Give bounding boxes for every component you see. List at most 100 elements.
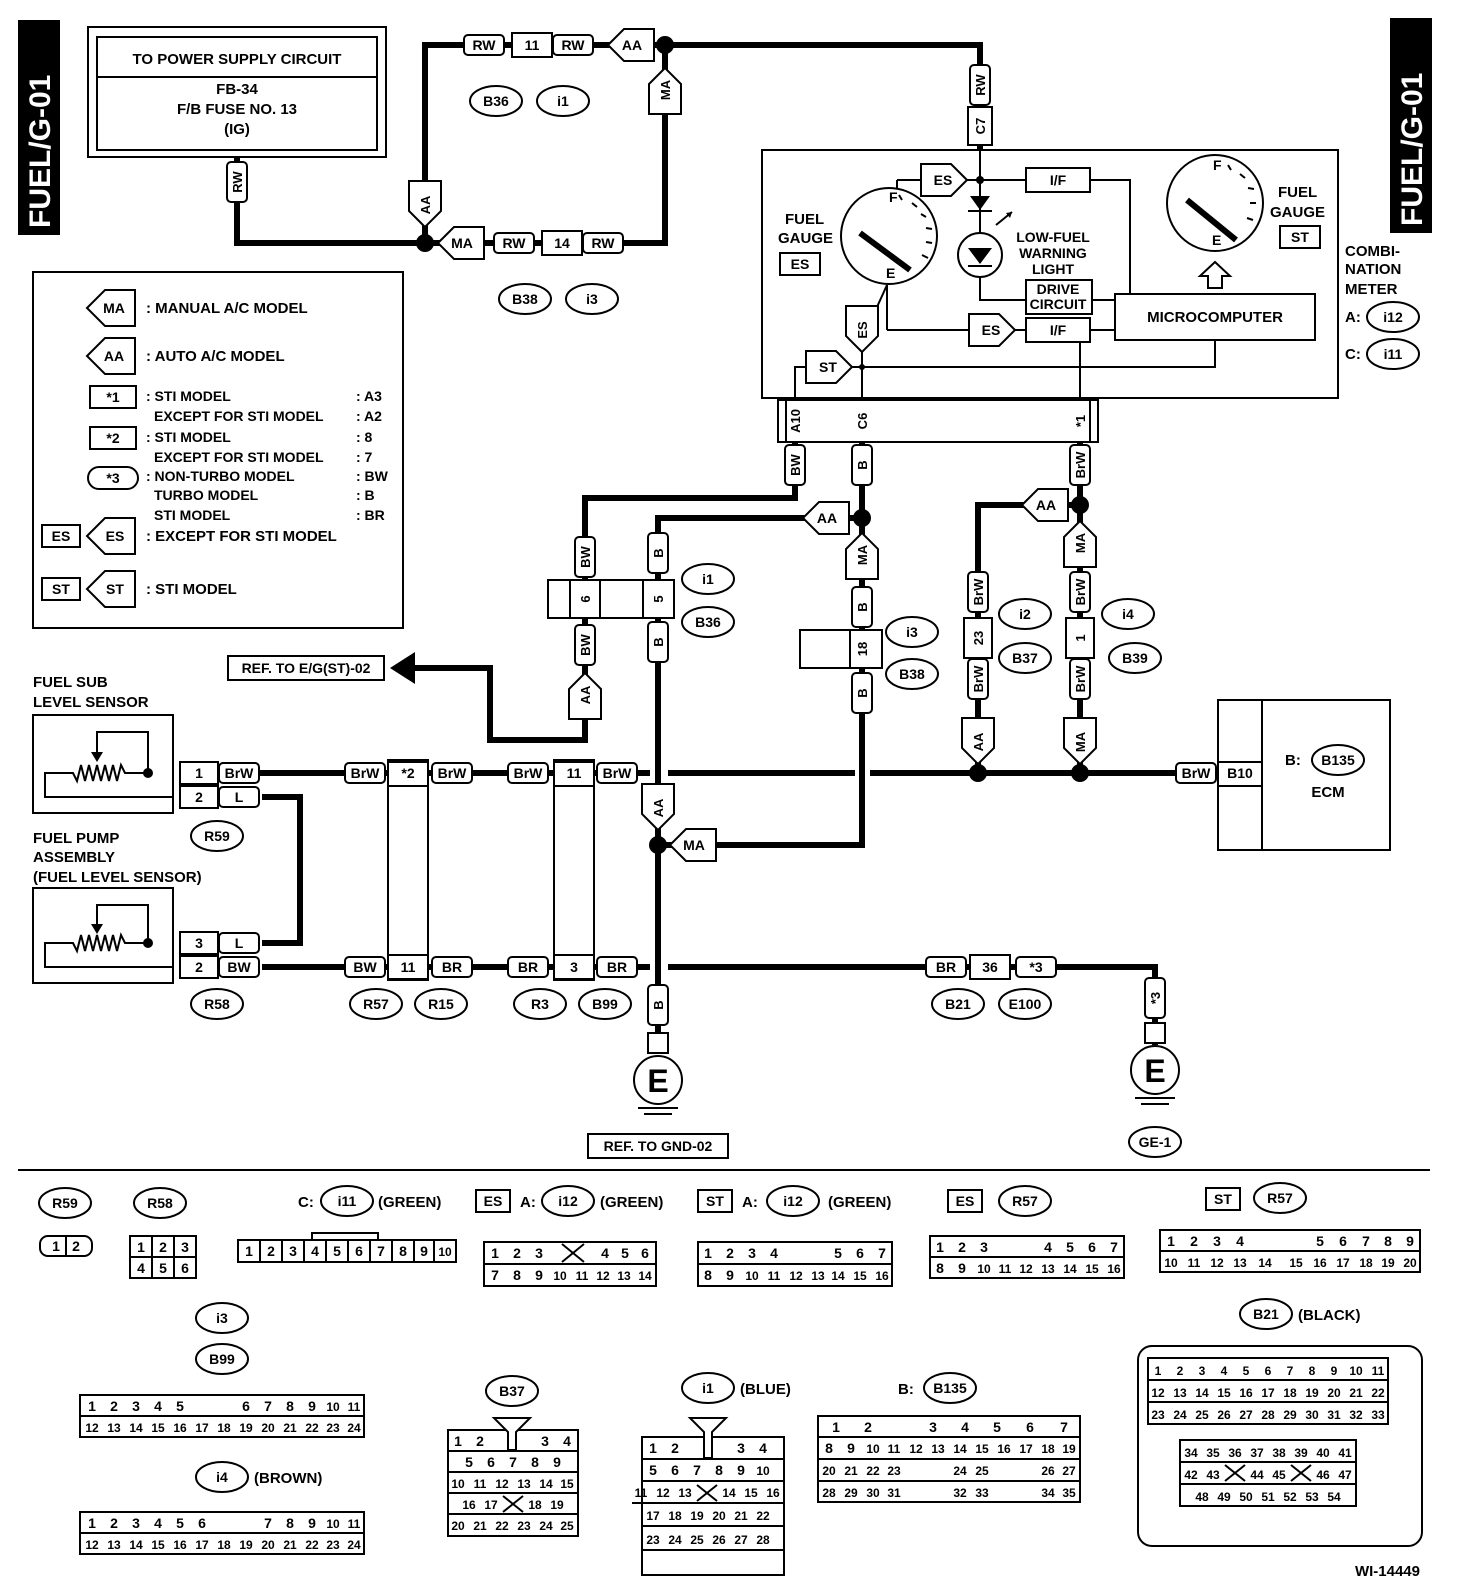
svg-text:18: 18 bbox=[528, 1498, 542, 1512]
svg-text:ASSEMBLY: ASSEMBLY bbox=[33, 849, 115, 866]
svg-text:9: 9 bbox=[308, 1515, 316, 1531]
svg-text:16: 16 bbox=[1313, 1256, 1327, 1270]
svg-text:(GREEN): (GREEN) bbox=[378, 1194, 441, 1211]
svg-text:7: 7 bbox=[1287, 1364, 1294, 1378]
svg-text:11: 11 bbox=[576, 1269, 589, 1283]
svg-text:B36: B36 bbox=[483, 93, 509, 109]
svg-text:23: 23 bbox=[887, 1464, 901, 1478]
svg-text:METER: METER bbox=[1345, 281, 1398, 298]
svg-text:42: 42 bbox=[1184, 1468, 1198, 1482]
svg-text:24: 24 bbox=[347, 1538, 361, 1552]
svg-text:: NON-TURBO MODEL: : NON-TURBO MODEL bbox=[146, 468, 295, 484]
svg-text:19: 19 bbox=[690, 1509, 704, 1523]
svg-text:B135: B135 bbox=[933, 1380, 967, 1396]
svg-text:B38: B38 bbox=[512, 291, 538, 307]
svg-text:39: 39 bbox=[1294, 1446, 1308, 1460]
svg-text:35: 35 bbox=[1062, 1486, 1076, 1500]
svg-text:9: 9 bbox=[847, 1440, 855, 1456]
svg-text:*3: *3 bbox=[1148, 992, 1163, 1004]
svg-text:ES: ES bbox=[982, 322, 1001, 338]
svg-text:8: 8 bbox=[715, 1462, 723, 1478]
svg-text:23: 23 bbox=[326, 1538, 340, 1552]
svg-text:ES: ES bbox=[956, 1193, 975, 1209]
svg-text:B37: B37 bbox=[1012, 650, 1038, 666]
svg-text:10: 10 bbox=[438, 1245, 452, 1259]
svg-text:4: 4 bbox=[601, 1245, 609, 1261]
svg-text:11: 11 bbox=[635, 1486, 648, 1500]
svg-text:5: 5 bbox=[333, 1243, 341, 1259]
svg-text:B: B bbox=[855, 688, 870, 697]
svg-text:LEVEL SENSOR: LEVEL SENSOR bbox=[33, 694, 149, 711]
junction-dots bbox=[416, 36, 1089, 854]
svg-text:17: 17 bbox=[195, 1421, 209, 1435]
svg-text:27: 27 bbox=[1062, 1464, 1076, 1478]
svg-text:10: 10 bbox=[1164, 1256, 1178, 1270]
svg-text:C:: C: bbox=[298, 1194, 314, 1211]
svg-text:MA: MA bbox=[683, 837, 705, 853]
svg-text:B99: B99 bbox=[592, 996, 618, 1012]
ecm: BrW B10 B: B135 ECM bbox=[1175, 699, 1391, 851]
svg-text:23: 23 bbox=[1151, 1408, 1165, 1422]
svg-text:20: 20 bbox=[261, 1538, 275, 1552]
svg-text:ST: ST bbox=[52, 581, 70, 597]
svg-text:9: 9 bbox=[726, 1267, 734, 1283]
svg-text:AA: AA bbox=[622, 37, 642, 53]
svg-text:22: 22 bbox=[866, 1464, 880, 1478]
fuel-pump-assembly: FUEL PUMP ASSEMBLY (FUEL LEVEL SENSOR) 3… bbox=[32, 830, 260, 1020]
svg-text:20: 20 bbox=[451, 1519, 465, 1533]
svg-text:46: 46 bbox=[1316, 1468, 1330, 1482]
svg-text:B38: B38 bbox=[899, 666, 925, 682]
svg-text:13: 13 bbox=[617, 1269, 631, 1283]
svg-text:9: 9 bbox=[535, 1267, 543, 1283]
svg-text:AA: AA bbox=[418, 195, 433, 214]
svg-text:13: 13 bbox=[1041, 1262, 1055, 1276]
svg-text:28: 28 bbox=[822, 1486, 836, 1500]
svg-text:3: 3 bbox=[132, 1515, 140, 1531]
svg-text:14: 14 bbox=[638, 1269, 652, 1283]
svg-text:*2: *2 bbox=[401, 765, 414, 781]
svg-text:15: 15 bbox=[1289, 1256, 1303, 1270]
svg-text:10: 10 bbox=[553, 1269, 567, 1283]
svg-text:26: 26 bbox=[1041, 1464, 1055, 1478]
svg-text:*1: *1 bbox=[106, 389, 119, 405]
svg-text:R57: R57 bbox=[363, 996, 389, 1012]
svg-text:BrW: BrW bbox=[1073, 451, 1088, 478]
svg-text:B37: B37 bbox=[499, 1383, 525, 1399]
svg-text:10: 10 bbox=[745, 1269, 759, 1283]
svg-text:14: 14 bbox=[953, 1442, 967, 1456]
svg-text:A:: A: bbox=[520, 1194, 536, 1211]
svg-text:7: 7 bbox=[509, 1454, 517, 1470]
svg-text:6: 6 bbox=[1339, 1233, 1347, 1249]
svg-text:5: 5 bbox=[1066, 1239, 1074, 1255]
svg-text:16: 16 bbox=[173, 1538, 187, 1552]
svg-text:6: 6 bbox=[1026, 1419, 1034, 1435]
svg-text:16: 16 bbox=[875, 1269, 889, 1283]
svg-text:18: 18 bbox=[217, 1421, 231, 1435]
svg-text:3: 3 bbox=[132, 1398, 140, 1414]
power-box-title: TO POWER SUPPLY CIRCUIT bbox=[133, 51, 342, 68]
svg-text:A10: A10 bbox=[788, 409, 803, 433]
svg-text:R57: R57 bbox=[1012, 1193, 1038, 1209]
svg-text:6: 6 bbox=[1088, 1239, 1096, 1255]
svg-text:1: 1 bbox=[1167, 1233, 1175, 1249]
svg-text:2: 2 bbox=[1190, 1233, 1198, 1249]
svg-text:14: 14 bbox=[722, 1486, 736, 1500]
svg-text:ES: ES bbox=[791, 256, 810, 272]
svg-text:8: 8 bbox=[513, 1267, 521, 1283]
svg-text:11: 11 bbox=[1188, 1256, 1201, 1270]
svg-text:B10: B10 bbox=[1227, 765, 1253, 781]
svg-text:B: B bbox=[855, 602, 870, 611]
svg-text:1: 1 bbox=[936, 1239, 944, 1255]
svg-text:32: 32 bbox=[1349, 1408, 1363, 1422]
svg-text:B21: B21 bbox=[1253, 1306, 1279, 1322]
svg-text:5: 5 bbox=[465, 1454, 473, 1470]
svg-text:ST: ST bbox=[819, 359, 837, 375]
svg-text:3: 3 bbox=[195, 935, 203, 951]
ground-right: *3 E GE-1 bbox=[1128, 977, 1182, 1158]
svg-text:12: 12 bbox=[85, 1538, 99, 1552]
svg-text:27: 27 bbox=[734, 1533, 748, 1547]
svg-text:10: 10 bbox=[326, 1400, 340, 1414]
svg-text:14: 14 bbox=[539, 1477, 553, 1491]
ref-eg-box[interactable] bbox=[227, 655, 385, 681]
svg-text:20: 20 bbox=[261, 1421, 275, 1435]
